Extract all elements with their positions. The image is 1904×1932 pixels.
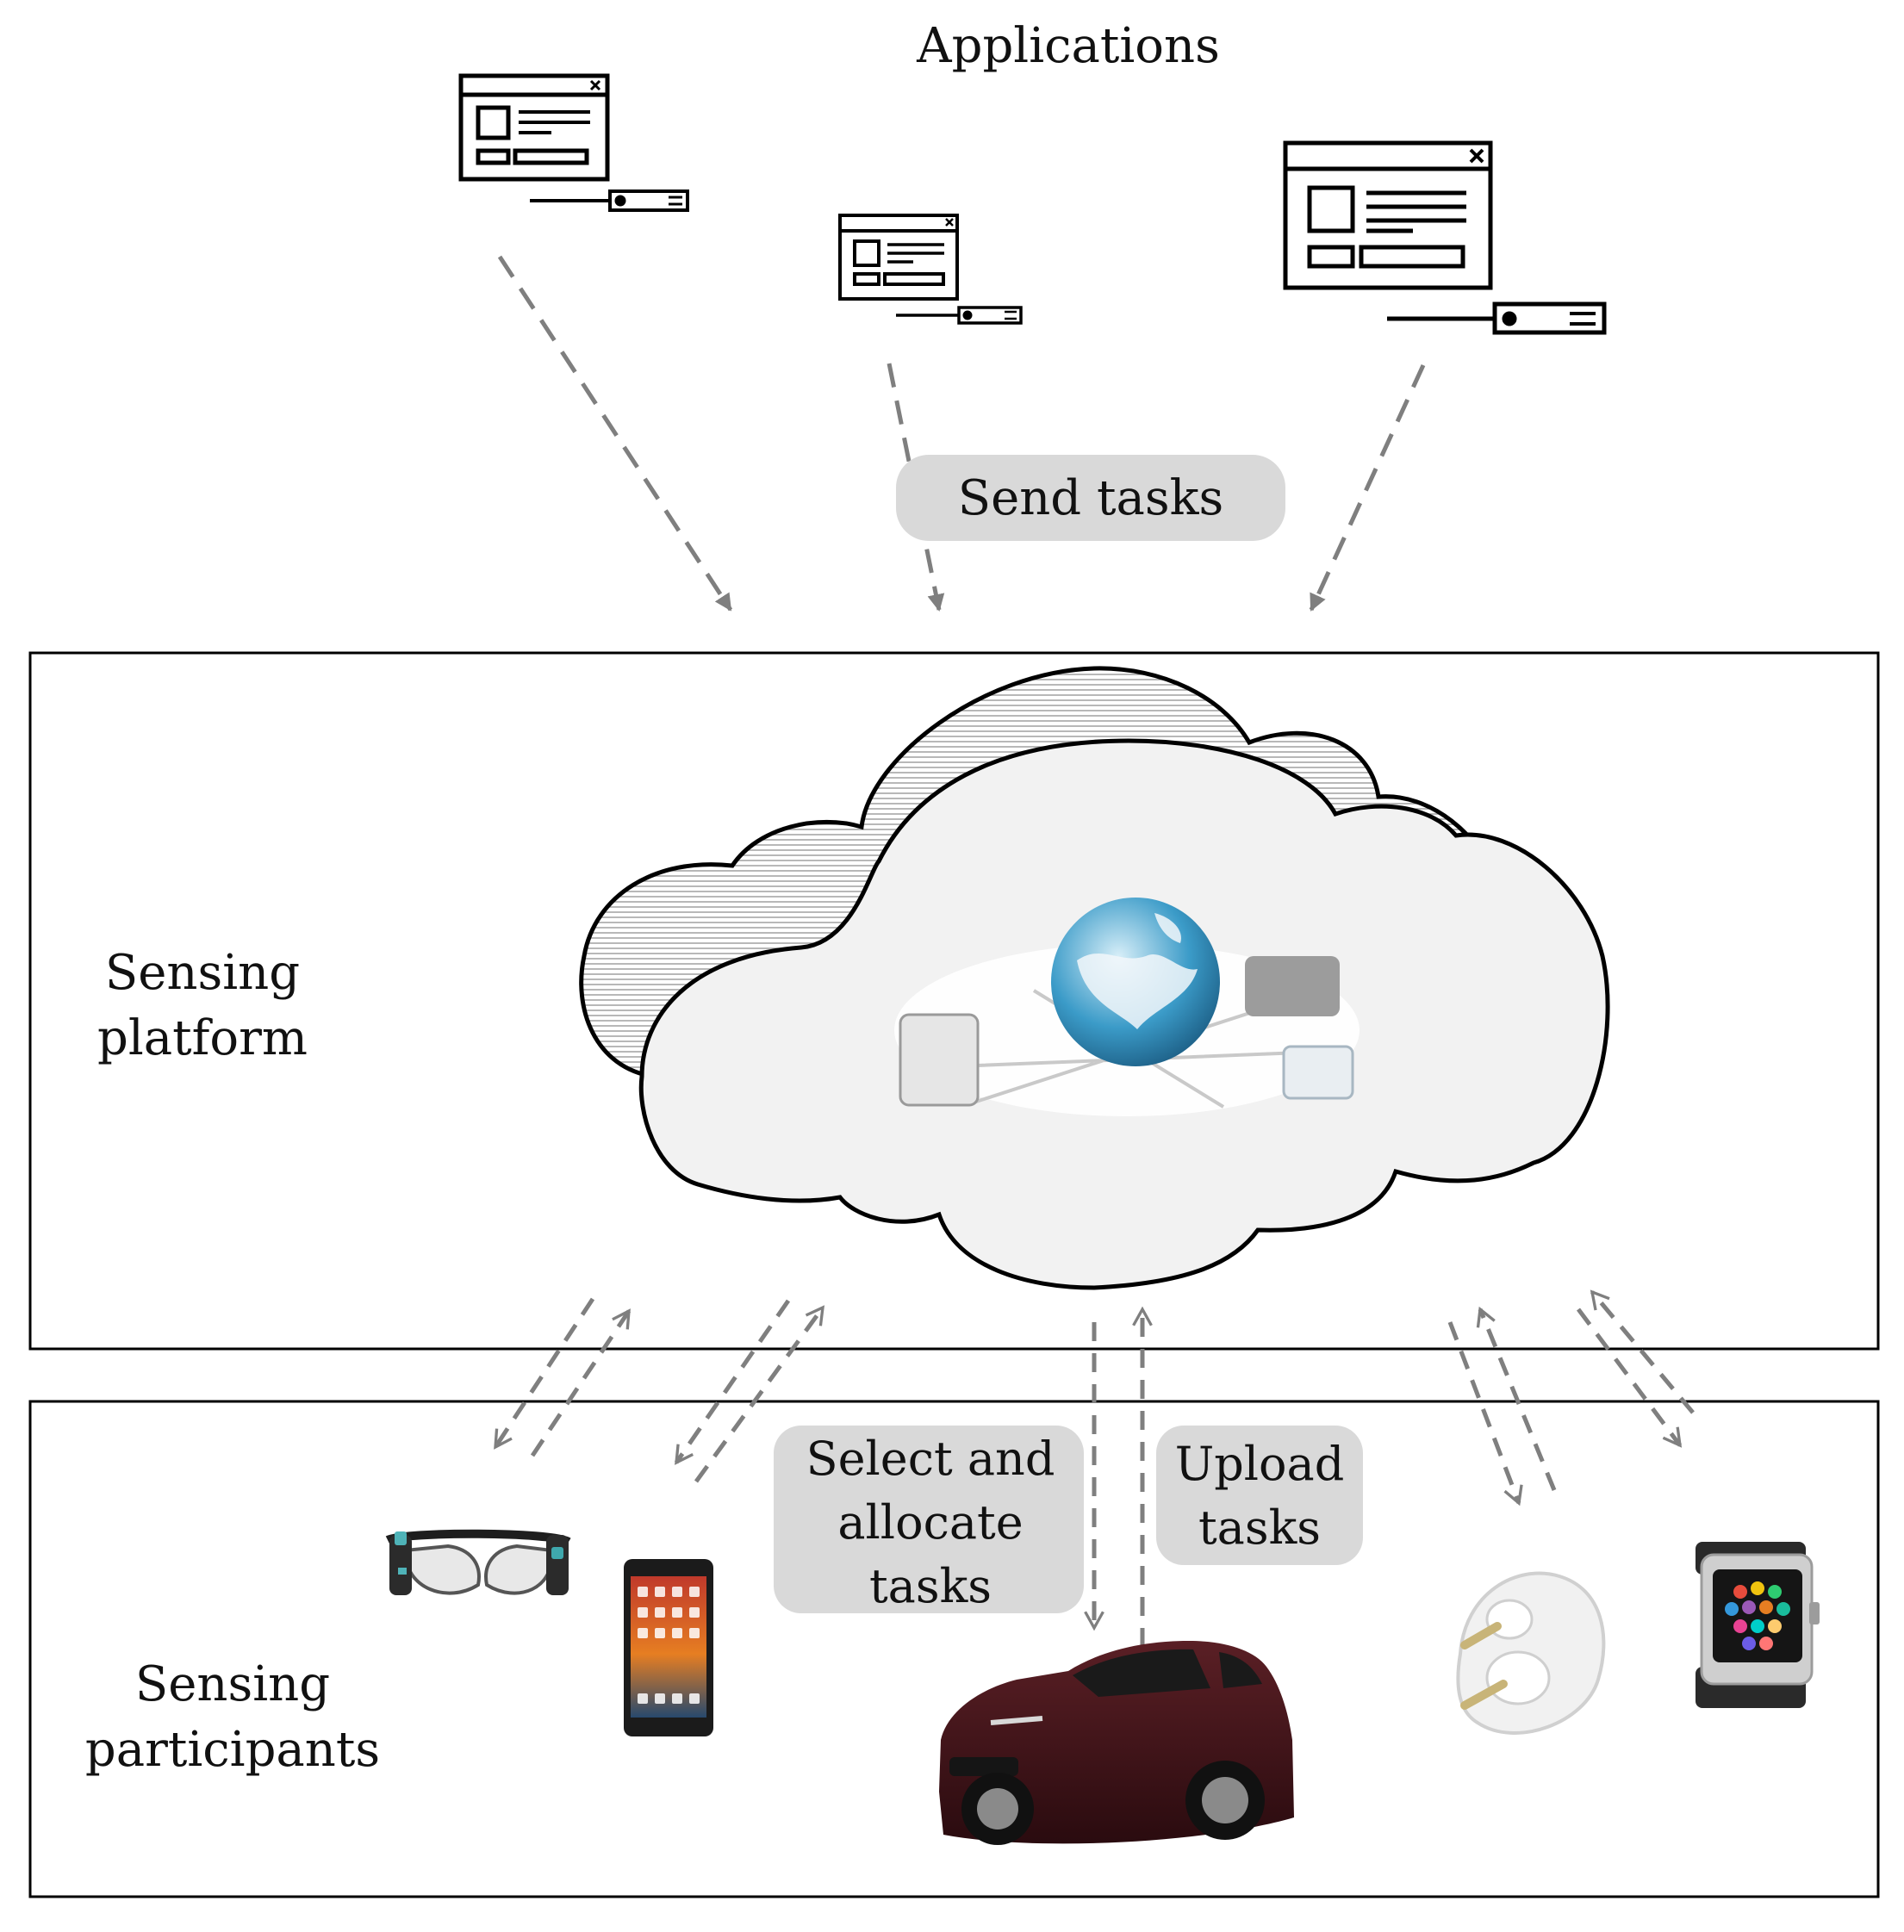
smartwatch-icon — [1696, 1542, 1820, 1708]
select-allocate-line-3: tasks — [869, 1559, 992, 1613]
send-task-arrows — [497, 255, 1426, 612]
sensing-platform-label-line-2: platform — [97, 1010, 308, 1066]
smart-glasses-icon — [385, 1529, 571, 1595]
upload-tasks-pill — [1156, 1426, 1363, 1565]
globe-network-icon — [894, 898, 1360, 1116]
smartphone-icon — [624, 1559, 713, 1736]
sensing-participants-label-line-1: Sensing — [135, 1656, 330, 1712]
send-tasks-label: Send tasks — [958, 470, 1224, 526]
select-allocate-line-1: Select and — [806, 1432, 1055, 1486]
sensing-participants-label-line-2: participants — [85, 1722, 380, 1778]
sensing-platform-box — [28, 651, 1880, 1351]
applications-title: Applications — [916, 18, 1220, 74]
select-allocate-line-2: allocate — [837, 1495, 1023, 1550]
application-window-icon — [838, 214, 1023, 325]
cloud-icon — [579, 666, 1610, 1290]
sensing-platform-label-line-1: Sensing — [105, 945, 300, 1001]
upload-tasks-line-1: Upload — [1175, 1437, 1345, 1491]
send-tasks-pill — [896, 455, 1285, 541]
upload-tasks-line-2: tasks — [1198, 1500, 1321, 1555]
sensing-participants-box — [28, 1400, 1880, 1898]
select-upload-arrows — [493, 1289, 1695, 1647]
application-window-icon — [1283, 140, 1607, 335]
select-allocate-pill — [774, 1426, 1084, 1613]
earbuds-icon — [1456, 1571, 1606, 1735]
application-window-icon — [458, 73, 689, 212]
car-icon — [939, 1641, 1294, 1845]
